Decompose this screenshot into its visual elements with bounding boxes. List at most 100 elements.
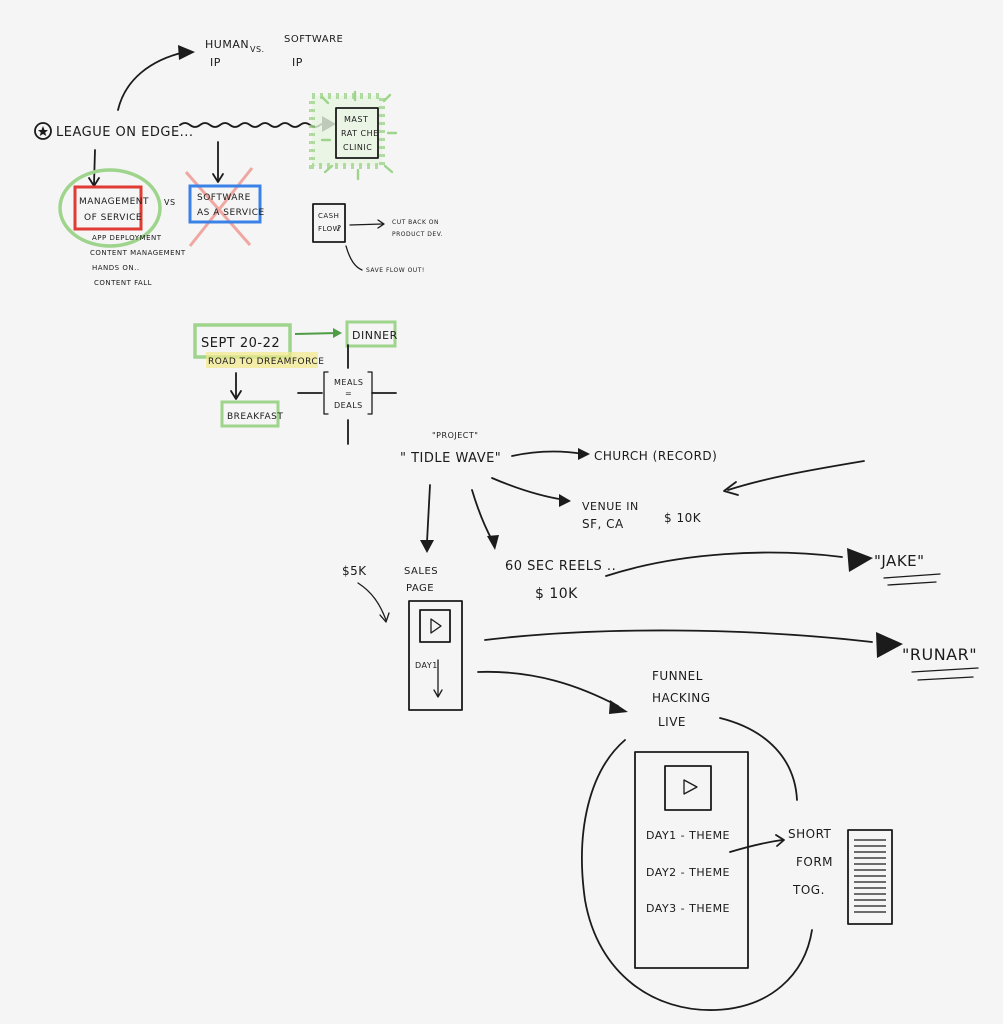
arrowhead bbox=[379, 612, 390, 623]
short-label: SHORT bbox=[788, 827, 832, 841]
runar-underline-1 bbox=[911, 667, 979, 673]
arrowhead bbox=[876, 632, 903, 658]
hacking-label: HACKING bbox=[652, 691, 711, 705]
funnel-circle-right bbox=[719, 717, 798, 801]
note-content-management: CONTENT MANAGEMENT bbox=[90, 249, 186, 257]
arrowhead bbox=[578, 448, 590, 460]
arrow-to-sales-page bbox=[426, 484, 431, 543]
funnel-label: FUNNEL bbox=[652, 669, 703, 683]
software-ip-label: IP bbox=[292, 56, 303, 69]
product-dev-note: PRODUCT DEV. bbox=[392, 231, 443, 238]
save-flow-note: SAVE FLOW OUT! bbox=[366, 267, 425, 274]
venue-price-label: $ 10K bbox=[664, 511, 702, 525]
star-circle-icon bbox=[34, 122, 52, 140]
runar-label: "RUNAR" bbox=[902, 645, 977, 664]
church-label: CHURCH (RECORD) bbox=[594, 449, 717, 463]
arrow-to-short-form bbox=[729, 839, 783, 853]
arrowhead bbox=[178, 45, 195, 60]
management-red-box bbox=[73, 185, 143, 231]
arrow-to-venue bbox=[491, 477, 566, 501]
cut-back-note: CUT BACK ON bbox=[392, 219, 439, 226]
arrow-to-save-flow bbox=[345, 245, 363, 271]
document-icon bbox=[847, 829, 893, 925]
note-content-fall: CONTENT FALL bbox=[94, 279, 152, 287]
arrow-to-church bbox=[511, 450, 584, 457]
mastermind-line-2: RAT CHE bbox=[341, 129, 379, 138]
arrowhead bbox=[775, 834, 785, 847]
arrow-to-reels bbox=[471, 489, 493, 541]
arrow-to-jake bbox=[605, 551, 843, 577]
price-5k-label: $5K bbox=[342, 564, 367, 578]
sales-page-phone bbox=[408, 600, 463, 711]
arrowhead bbox=[723, 481, 739, 496]
management-line-2: OF SERVICE bbox=[84, 213, 142, 223]
play-icon bbox=[430, 618, 442, 634]
star-icon bbox=[38, 126, 48, 136]
tog-label: TOG. bbox=[792, 883, 825, 897]
deals-label: DEALS bbox=[334, 401, 363, 410]
meals-deals-crosshair bbox=[297, 344, 397, 445]
venue-label: VENUE IN bbox=[582, 500, 639, 513]
jake-label: "JAKE" bbox=[874, 552, 925, 570]
arrowhead bbox=[487, 535, 499, 550]
road-label: ROAD TO DREAMFORCE bbox=[208, 357, 324, 367]
arrowhead bbox=[609, 700, 628, 714]
mastermind-line-1: MAST bbox=[344, 115, 368, 124]
breakfast-label: BREAKFAST bbox=[227, 412, 283, 422]
sept-label: SEPT 20-22 bbox=[201, 336, 280, 351]
human-ip-label: IP bbox=[210, 56, 221, 69]
vs-label: VS. bbox=[250, 45, 265, 54]
funnel-circle-left bbox=[581, 739, 813, 1011]
arrow-to-dinner bbox=[294, 332, 339, 335]
note-app-deployment: APP DEPLOYMENT bbox=[92, 234, 162, 242]
funnel-phone bbox=[634, 751, 749, 969]
mastermind-line-3: CLINIC bbox=[343, 143, 372, 152]
management-line-1: MANAGEMENT bbox=[79, 197, 149, 207]
arrow-to-management bbox=[93, 149, 96, 185]
funnel-video-box bbox=[664, 765, 712, 811]
dinner-box bbox=[345, 320, 397, 348]
reels-label: 60 SEC REELS .. bbox=[505, 559, 616, 574]
league-on-edge-label: LEAGUE ON EDGE... bbox=[56, 125, 194, 140]
arrowhead bbox=[212, 173, 224, 183]
cash-flow-box bbox=[312, 203, 346, 243]
project-label: "PROJECT" bbox=[432, 431, 478, 440]
cash-label: CASH bbox=[318, 212, 339, 220]
day2-theme-label: DAY2 - THEME bbox=[646, 866, 730, 879]
day3-theme-label: DAY3 - THEME bbox=[646, 902, 730, 915]
day1-theme-label: DAY1 - THEME bbox=[646, 829, 730, 842]
runar-underline-2 bbox=[917, 676, 974, 681]
flow-question: ? bbox=[337, 224, 342, 233]
form-label: FORM bbox=[796, 855, 833, 869]
arrow-from-right bbox=[727, 460, 865, 491]
note-hands-on: HANDS ON.. bbox=[92, 264, 140, 272]
jake-underline-2 bbox=[887, 581, 937, 586]
meals-label: MEALS bbox=[334, 378, 363, 387]
tidle-wave-label: " TIDLE WAVE" bbox=[400, 451, 501, 466]
saas-line-1: SOFTWARE bbox=[197, 193, 251, 203]
venue-city-label: SF, CA bbox=[582, 517, 624, 531]
arrowhead bbox=[420, 540, 434, 553]
wavy-arrow-line bbox=[179, 122, 331, 128]
management-green-circle bbox=[58, 168, 162, 248]
play-icon bbox=[683, 779, 698, 795]
sales-label: SALES bbox=[404, 566, 438, 577]
saas-blue-box bbox=[188, 184, 262, 224]
mastermind-box: MAST RAT CHE CLINIC bbox=[309, 90, 398, 181]
software-label: SOFTWARE bbox=[284, 34, 343, 45]
jake-underline-1 bbox=[883, 573, 941, 579]
arrowhead bbox=[377, 219, 385, 229]
arrow-to-human-ip bbox=[117, 51, 186, 111]
live-label: LIVE bbox=[658, 715, 686, 729]
sales-video-box bbox=[419, 609, 451, 643]
arrowhead bbox=[559, 494, 571, 507]
arrow-to-funnel bbox=[477, 670, 619, 707]
road-highlight bbox=[206, 352, 318, 368]
arrow-to-cut-back bbox=[349, 223, 384, 226]
arrowhead bbox=[847, 548, 873, 572]
arrowhead bbox=[230, 390, 242, 400]
vs-small-label: VS bbox=[164, 198, 176, 207]
flow-label: FLOW bbox=[318, 225, 340, 233]
breakfast-box bbox=[220, 400, 280, 428]
saas-line-2: AS A SERVICE bbox=[197, 208, 265, 218]
